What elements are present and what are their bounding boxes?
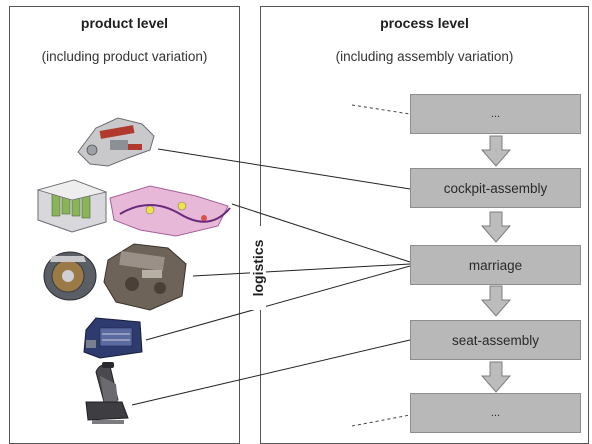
process-step-seat-assembly: seat-assembly (410, 320, 581, 360)
link-motor-to-marriage (192, 263, 411, 277)
engine-image (103, 243, 187, 311)
car-seat-image (85, 362, 129, 424)
link-seat-to-seat-assembly (131, 339, 411, 406)
process-step-continuation-bottom: ... (410, 393, 581, 433)
link-cockpit-to-cockpit-assembly (157, 148, 411, 190)
down-arrow-1 (480, 135, 512, 167)
cockpit-module-image (77, 117, 155, 167)
link-wiring-to-marriage (231, 203, 411, 263)
process-step-continuation-top: ... (410, 94, 581, 134)
process-level-title: process level (380, 15, 469, 31)
process-level-panel: process level (including assembly variat… (260, 6, 589, 444)
link-door-to-marriage (145, 265, 411, 341)
process-level-subtitle: (including assembly variation) (335, 49, 514, 64)
down-arrow-3 (480, 285, 512, 317)
dashed-line-bottom (351, 414, 411, 427)
product-level-subtitle: (including product variation) (41, 49, 208, 64)
down-arrow-2 (480, 211, 512, 243)
logistics-label: logistics (250, 226, 266, 310)
product-level-title: product level (80, 15, 169, 31)
wiring-harness-image (109, 185, 231, 237)
process-step-cockpit-assembly: cockpit-assembly (410, 168, 581, 208)
door-module-image (83, 317, 143, 359)
down-arrow-4 (480, 361, 512, 393)
electric-motor-image (43, 251, 97, 301)
process-step-marriage: marriage (410, 245, 581, 285)
dashed-line-top (351, 104, 411, 115)
battery-module-image (36, 179, 108, 233)
